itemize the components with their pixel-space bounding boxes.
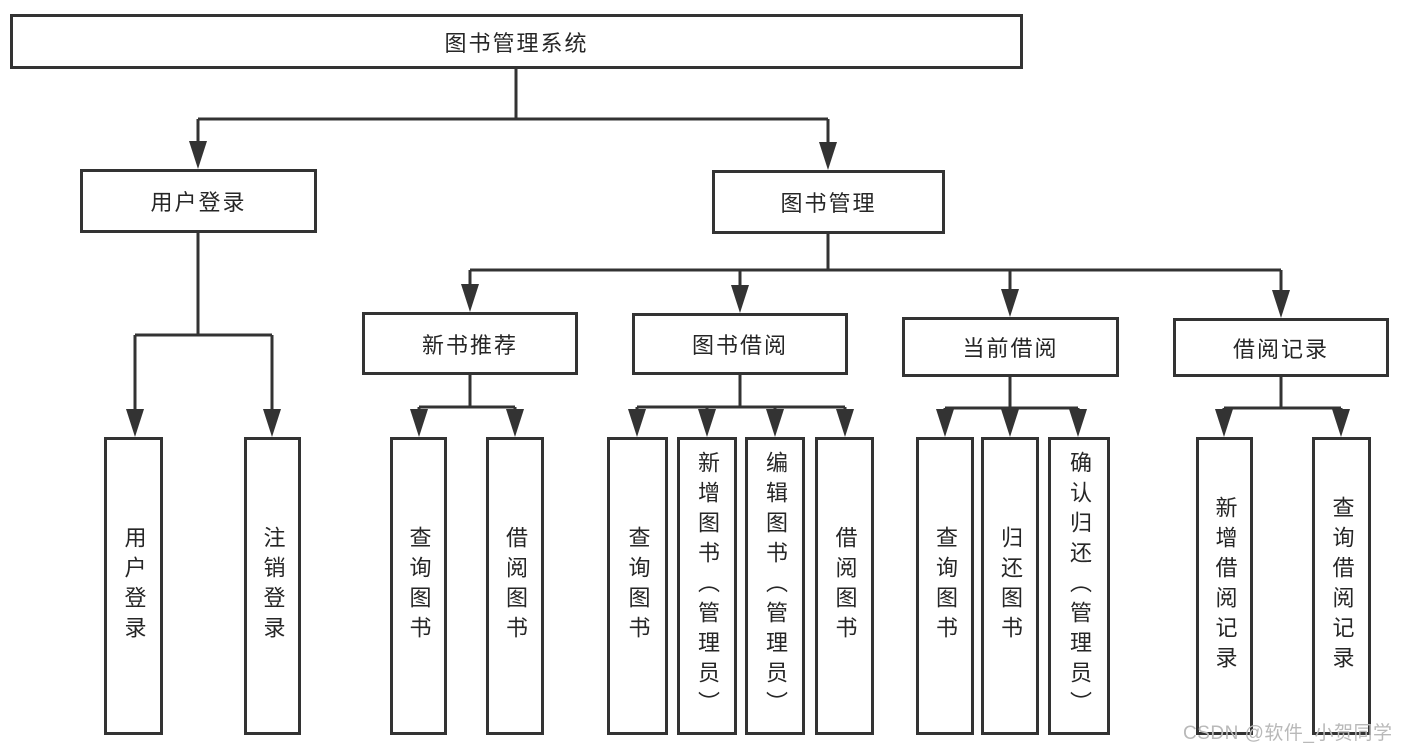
csdn-watermark: CSDN @软件_小贺同学 xyxy=(1183,723,1393,744)
node-user-login: 用户登录 xyxy=(104,437,163,735)
node-borrow-books-recommend: 借阅图书 xyxy=(486,437,544,735)
node-label: 新书推荐 xyxy=(421,332,518,358)
node-library-management-system: 图书管理系统 xyxy=(10,14,1023,69)
node-label: 用户登录 xyxy=(121,526,147,646)
node-label: 编辑图书（管理员） xyxy=(763,451,788,721)
node-label: 借阅记录 xyxy=(1232,336,1329,362)
node-confirm-return-admin: 确认归还（管理员） xyxy=(1048,437,1110,735)
node-label: 归还图书 xyxy=(998,526,1023,646)
node-label: 查询图书 xyxy=(406,526,432,646)
node-label: 借阅图书 xyxy=(503,526,528,646)
arrowheads xyxy=(126,141,1350,437)
node-label: 图书借阅 xyxy=(691,333,788,358)
node-label: 借阅图书 xyxy=(832,526,858,646)
node-query-borrow-record: 查询借阅记录 xyxy=(1312,437,1371,735)
node-label: 新增借阅记录 xyxy=(1212,496,1238,676)
node-current-borrowing: 当前借阅 xyxy=(902,317,1119,377)
node-book-management-group: 图书管理 xyxy=(712,170,945,234)
node-add-books-admin: 新增图书（管理员） xyxy=(677,437,737,735)
node-label: 用户登录 xyxy=(150,190,247,215)
node-label: 图书管理系统 xyxy=(444,30,589,56)
node-logout: 注销登录 xyxy=(244,437,301,735)
node-new-book-recommend: 新书推荐 xyxy=(362,312,578,375)
node-return-books: 归还图书 xyxy=(981,437,1039,735)
node-label: 查询借阅记录 xyxy=(1329,496,1355,676)
node-borrow-books: 借阅图书 xyxy=(815,437,874,735)
node-book-borrowing: 图书借阅 xyxy=(632,313,848,375)
node-query-books-current: 查询图书 xyxy=(916,437,974,735)
node-label: 图书管理 xyxy=(780,191,877,216)
node-borrow-records: 借阅记录 xyxy=(1173,318,1389,377)
node-label: 查询图书 xyxy=(933,526,958,646)
node-label: 注销登录 xyxy=(260,526,286,646)
node-label: 新增图书（管理员） xyxy=(695,451,720,721)
node-label: 查询图书 xyxy=(625,526,651,646)
node-label: 当前借阅 xyxy=(962,336,1059,361)
node-edit-books-admin: 编辑图书（管理员） xyxy=(745,437,805,735)
node-query-books-borrowing: 查询图书 xyxy=(607,437,668,735)
node-query-books-recommend: 查询图书 xyxy=(390,437,447,735)
node-add-borrow-record: 新增借阅记录 xyxy=(1196,437,1253,735)
node-user-login-group: 用户登录 xyxy=(80,169,317,233)
node-label: 确认归还（管理员） xyxy=(1067,451,1092,721)
